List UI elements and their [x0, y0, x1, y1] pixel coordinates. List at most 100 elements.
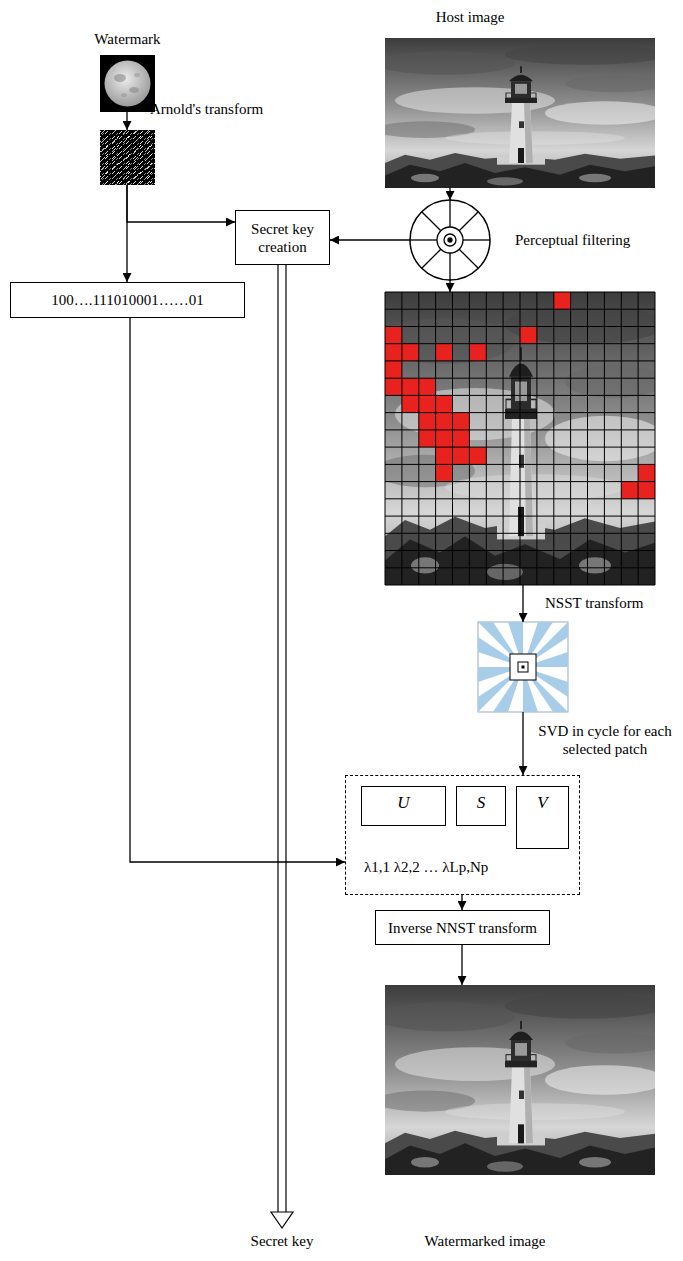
illustration-part [436, 395, 453, 412]
illustration-part [410, 239, 437, 240]
output-label: Secret key [232, 1232, 332, 1250]
node-label: Perceptual filtering [515, 231, 630, 249]
secret-key-arrow [271, 265, 293, 1228]
arrow-connector [522, 585, 523, 622]
illustration-part [453, 447, 470, 464]
illustration-part [271, 1212, 293, 1228]
illustration-part [385, 361, 402, 378]
illustration-part [419, 395, 436, 412]
illustration-part [134, 73, 140, 77]
illustration-part [385, 327, 402, 344]
arrow-connector [130, 318, 345, 862]
moon [105, 61, 151, 107]
illustration-part [129, 87, 139, 93]
process-box: Inverse NNST transform [375, 910, 550, 945]
illustration-part [453, 430, 470, 447]
illustration-part [478, 622, 568, 712]
illustration-part [463, 239, 490, 240]
edge-label: SVD in cycle for each selected patch [530, 722, 680, 758]
illustration-part [449, 253, 450, 280]
illustration-part [285, 265, 286, 1213]
illustration-part [449, 200, 450, 227]
illustration-part [385, 378, 402, 395]
arrow-connector [461, 895, 462, 910]
grid-photo [375, 292, 665, 585]
node-label: 100….111010001……01 [51, 291, 204, 309]
node-label: S [477, 793, 486, 813]
illustration-part [621, 482, 638, 499]
arrow-connector [461, 945, 462, 985]
arrow-connector [126, 112, 127, 130]
matrix-box: S [456, 786, 506, 826]
perceptual-filter: Perceptual filtering [410, 200, 490, 280]
scrambled-watermark [100, 130, 155, 185]
illustration-part [436, 464, 453, 481]
matrix-box: U [361, 786, 446, 826]
illustration-part [436, 447, 453, 464]
filter-symbol [410, 200, 490, 280]
illustration-part [121, 93, 127, 97]
bit-sequence-box: 100….111010001……01 [10, 282, 245, 318]
illustration-part [444, 234, 456, 246]
illustration-part [419, 413, 436, 430]
node-label: Secret key creation [242, 220, 323, 256]
node-label: V [537, 793, 547, 813]
illustration-part [419, 378, 436, 395]
illustration-part [422, 249, 441, 268]
illustration-part [638, 464, 655, 481]
nsst-icon [478, 622, 568, 712]
illustration-part [522, 666, 525, 669]
illustration-part [554, 292, 571, 309]
illustration-part [638, 482, 655, 499]
illustration-part [478, 622, 568, 712]
watermarked-photo [375, 985, 665, 1175]
process-box: Secret key creation [235, 210, 330, 265]
illustration-part [510, 654, 536, 680]
illustration-part [277, 265, 278, 1213]
illustration-part [402, 378, 419, 395]
illustration-part [436, 413, 453, 430]
scramble-noise [100, 130, 155, 185]
illustration-part [469, 344, 486, 361]
illustration-part [385, 344, 402, 361]
arrow-connector [126, 185, 127, 282]
illustration-part [419, 430, 436, 447]
illustration-part [520, 327, 537, 344]
edge-label: NSST transform [545, 594, 643, 612]
node-label: Inverse NNST transform [388, 919, 537, 937]
illustration-part [448, 238, 452, 242]
illustration-part [422, 212, 441, 231]
illustration-part [402, 344, 419, 361]
illustration-part [402, 395, 419, 412]
arrow-connector [449, 188, 450, 200]
node-label: U [397, 793, 409, 813]
arrow-connector [522, 712, 523, 775]
moon-background [100, 55, 155, 112]
illustration-part [469, 447, 486, 464]
scrambled-watermark [100, 130, 155, 185]
watermark-image: Watermark [100, 55, 155, 112]
node-label: Watermark [60, 30, 195, 48]
node-label: Watermarked image [385, 1232, 585, 1250]
watermarked-image: Watermarked image [385, 985, 655, 1175]
node-label: λ1,1 λ2,2 … λLp,Np [364, 858, 488, 876]
illustration-part [436, 430, 453, 447]
patch-grid [385, 292, 655, 585]
svd-group: λ1,1 λ2,2 … λLp,Np U S V [345, 775, 580, 895]
matrix-box: V [516, 786, 569, 849]
arrow-connector [330, 239, 410, 240]
arrow-connector [449, 280, 450, 292]
nsst-icon [478, 622, 568, 712]
illustration-part [410, 200, 490, 280]
illustration-part [518, 662, 528, 672]
illustration-part [437, 227, 463, 253]
edge-label: Arnold's transform [150, 100, 263, 118]
host-image: Host image [385, 38, 655, 188]
arrow-connector [127, 185, 235, 222]
node-label: Host image [385, 8, 555, 26]
illustration-part [453, 413, 470, 430]
illustration-part [436, 344, 453, 361]
